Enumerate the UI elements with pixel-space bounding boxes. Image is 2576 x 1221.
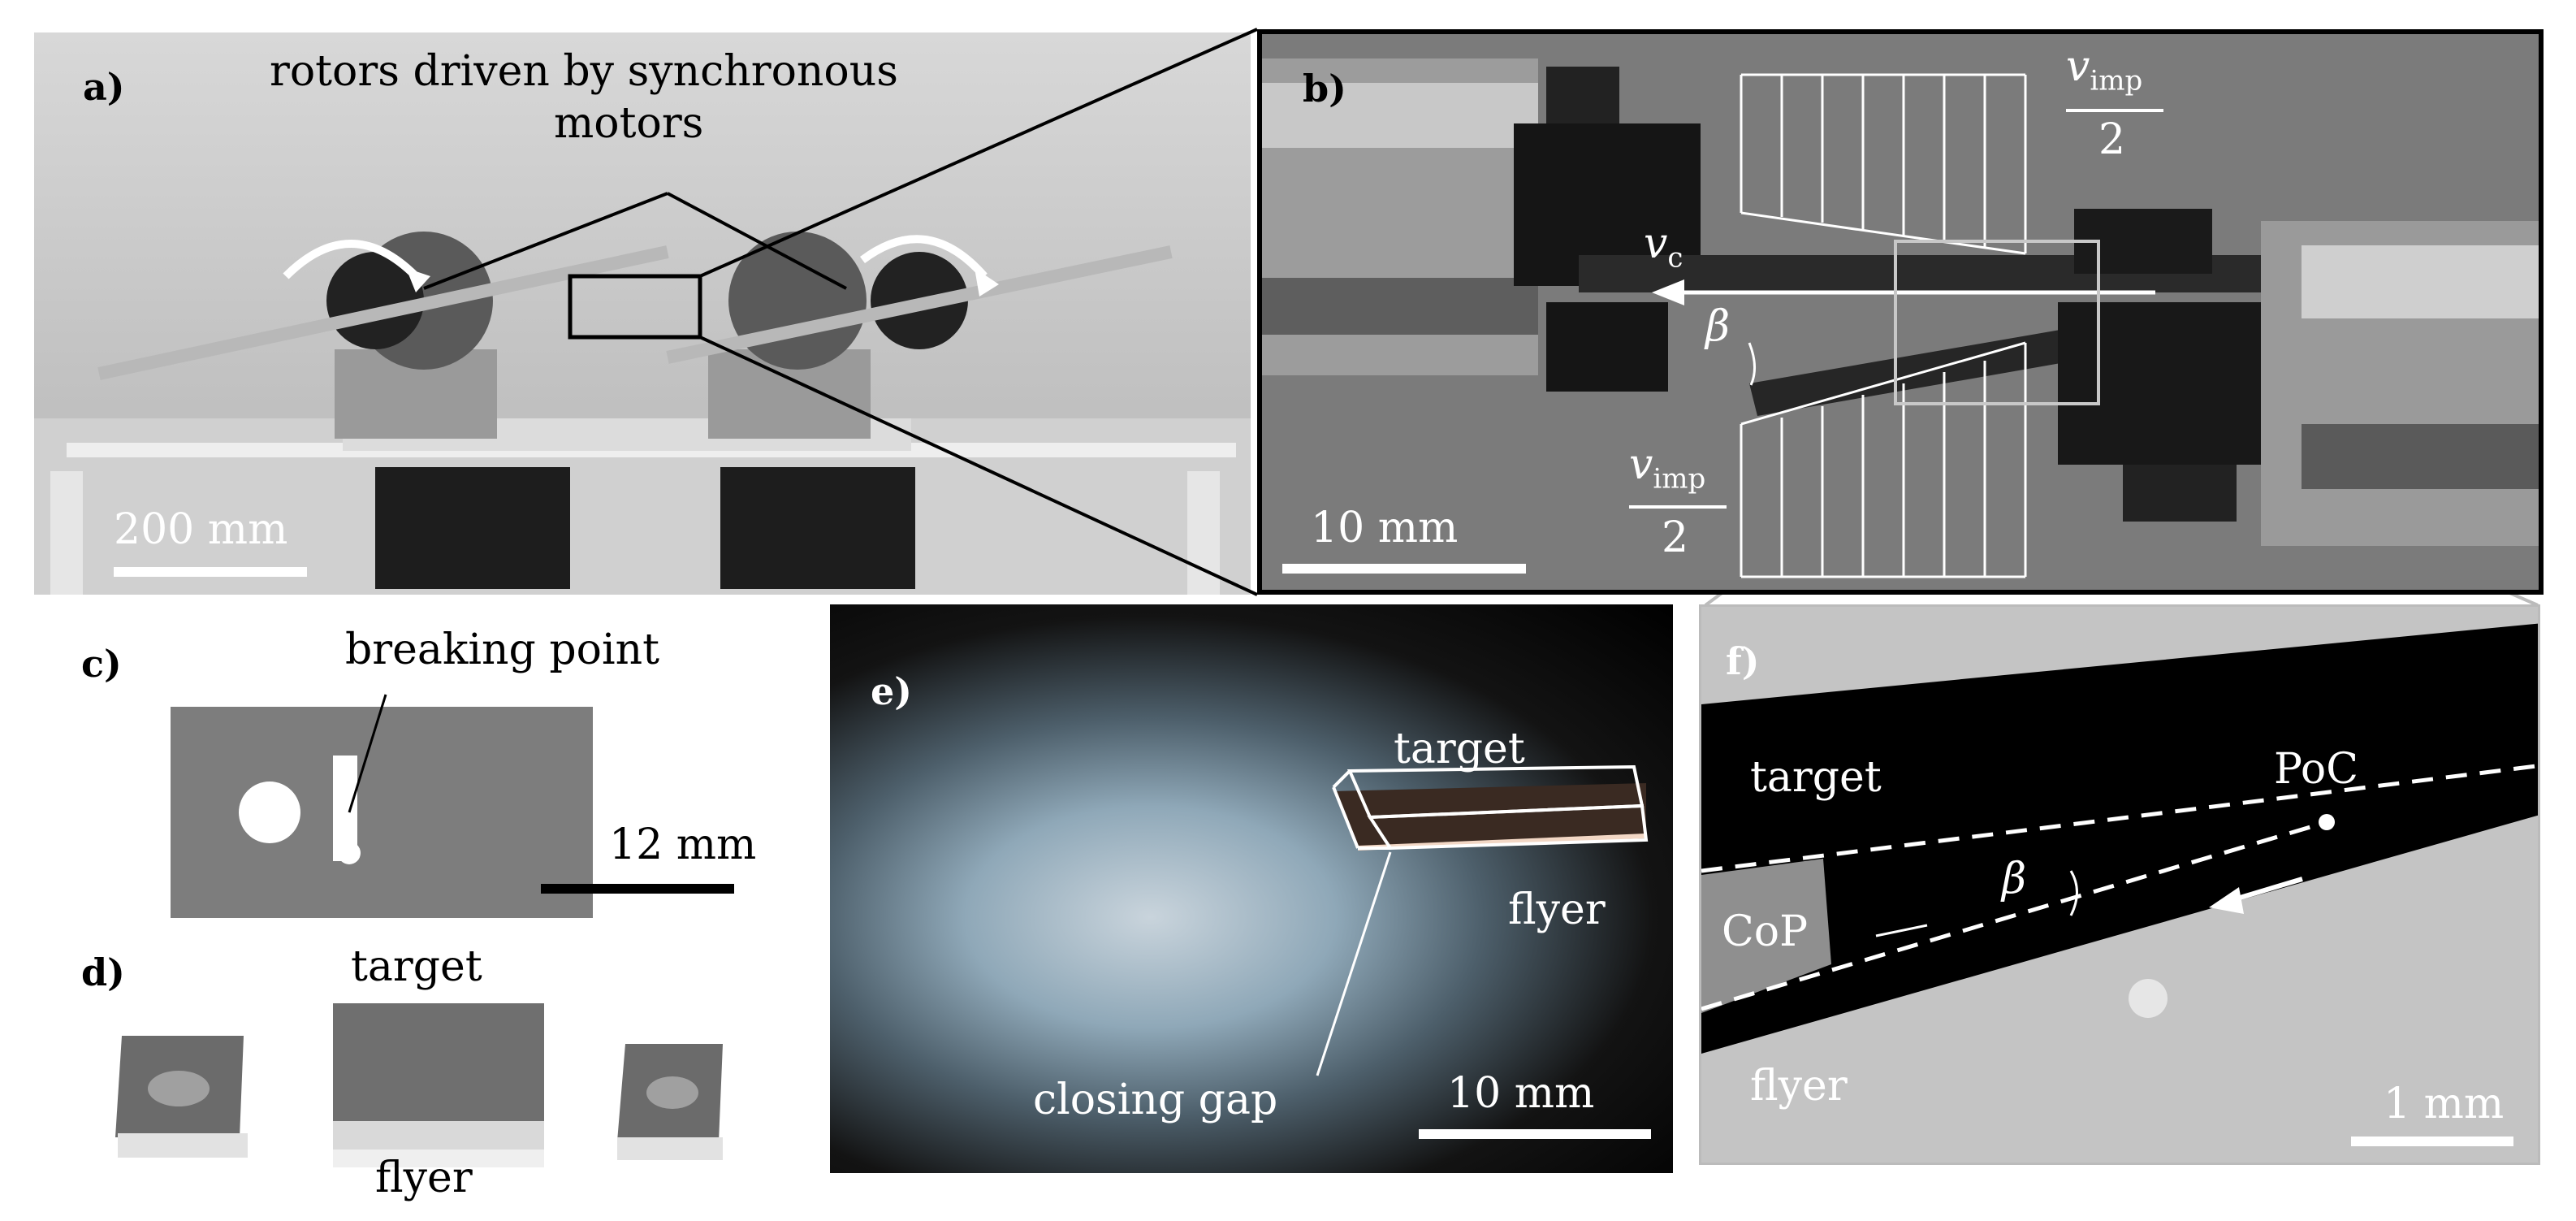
panel-c-specimen (171, 694, 593, 918)
panel-c-label: c) (81, 642, 122, 686)
panel-d-flyer-label: flyer (375, 1154, 473, 1202)
panel-f-poc-label: PoC (2274, 745, 2358, 794)
panel-f-beta: β (2002, 855, 2027, 903)
panel-a-scale-bar (114, 567, 307, 577)
panel-f-scale-bar (2351, 1137, 2513, 1146)
panel-e-flyer-label: flyer (1508, 885, 1606, 934)
panel-b-vimp-bottom-symbol: v (1629, 440, 1653, 489)
panel-e-label: e) (871, 669, 913, 713)
panel-e-closing-gap-label: closing gap (1033, 1076, 1278, 1124)
panel-b-vimp-bottom-denominator: 2 (1662, 513, 1689, 562)
panel-f-photo: f) target PoC β CoP flyer 1 mm (1699, 604, 2540, 1165)
panel-a-photo: a) rotors driven by synchronous motors 2… (34, 32, 1251, 595)
panel-f-scale-text: 1 mm (2384, 1080, 2505, 1128)
panel-f-illustration (1701, 607, 2538, 1163)
panel-b-beta: β (1705, 302, 1731, 351)
panel-b-scale-text: 10 mm (1311, 504, 1459, 552)
panel-b-vc-sub: c (1667, 241, 1683, 275)
panel-d-label: d) (81, 950, 125, 994)
panel-e-photo: e) target flyer closing gap 10 mm (830, 604, 1673, 1173)
panel-b-vimp-top: vimp (2066, 42, 2142, 97)
panel-e-target-label: target (1394, 725, 1525, 773)
panel-c-scale-text: 12 mm (609, 820, 757, 869)
panel-e-scale-bar (1419, 1129, 1651, 1139)
panel-f-label: f) (1726, 639, 1760, 683)
panel-b-vimp-bottom-fraction-bar (1629, 505, 1727, 509)
panel-c-annotation: breaking point (345, 626, 659, 674)
panel-a-label: a) (83, 65, 125, 109)
panel-b-label: b) (1303, 67, 1346, 110)
panel-b-illustration (1262, 34, 2539, 590)
panel-f-flyer-label: flyer (1750, 1062, 1848, 1111)
panel-b-vimp-top-denominator: 2 (2098, 115, 2126, 164)
panel-b-vimp-bottom-sub: imp (1653, 462, 1706, 496)
panel-e-illustration (1316, 764, 1649, 1076)
panel-b-photo: b) vimp 2 vc β vimp 2 10 mm (1257, 29, 2544, 595)
panel-b-vimp-top-symbol: v (2066, 42, 2090, 91)
panel-b-scale-bar (1282, 564, 1526, 574)
panel-b-vimp-top-sub: imp (2090, 64, 2143, 97)
panel-a-scale-text: 200 mm (114, 505, 288, 554)
panel-b-vimp-bottom: vimp (1629, 440, 1705, 495)
panel-b-vc-symbol: v (1644, 219, 1668, 268)
panel-a-annotation-line1: rotors driven by synchronous (270, 47, 898, 96)
panel-a-annotation-line2: motors (554, 99, 704, 148)
panel-f-target-label: target (1750, 753, 1882, 802)
panel-c-scale-bar (541, 884, 734, 894)
panel-d-target-label: target (351, 942, 482, 991)
panel-b-vc: vc (1644, 219, 1683, 274)
panel-f-cop-label: CoP (1722, 907, 1809, 956)
panel-c: c) breaking point 12 mm (57, 617, 788, 942)
panel-d-specimens (115, 1003, 723, 1167)
panel-d: d) target flyer (57, 942, 788, 1210)
panel-b-vimp-top-fraction-bar (2066, 109, 2163, 112)
panel-e-scale-text: 10 mm (1447, 1069, 1595, 1118)
